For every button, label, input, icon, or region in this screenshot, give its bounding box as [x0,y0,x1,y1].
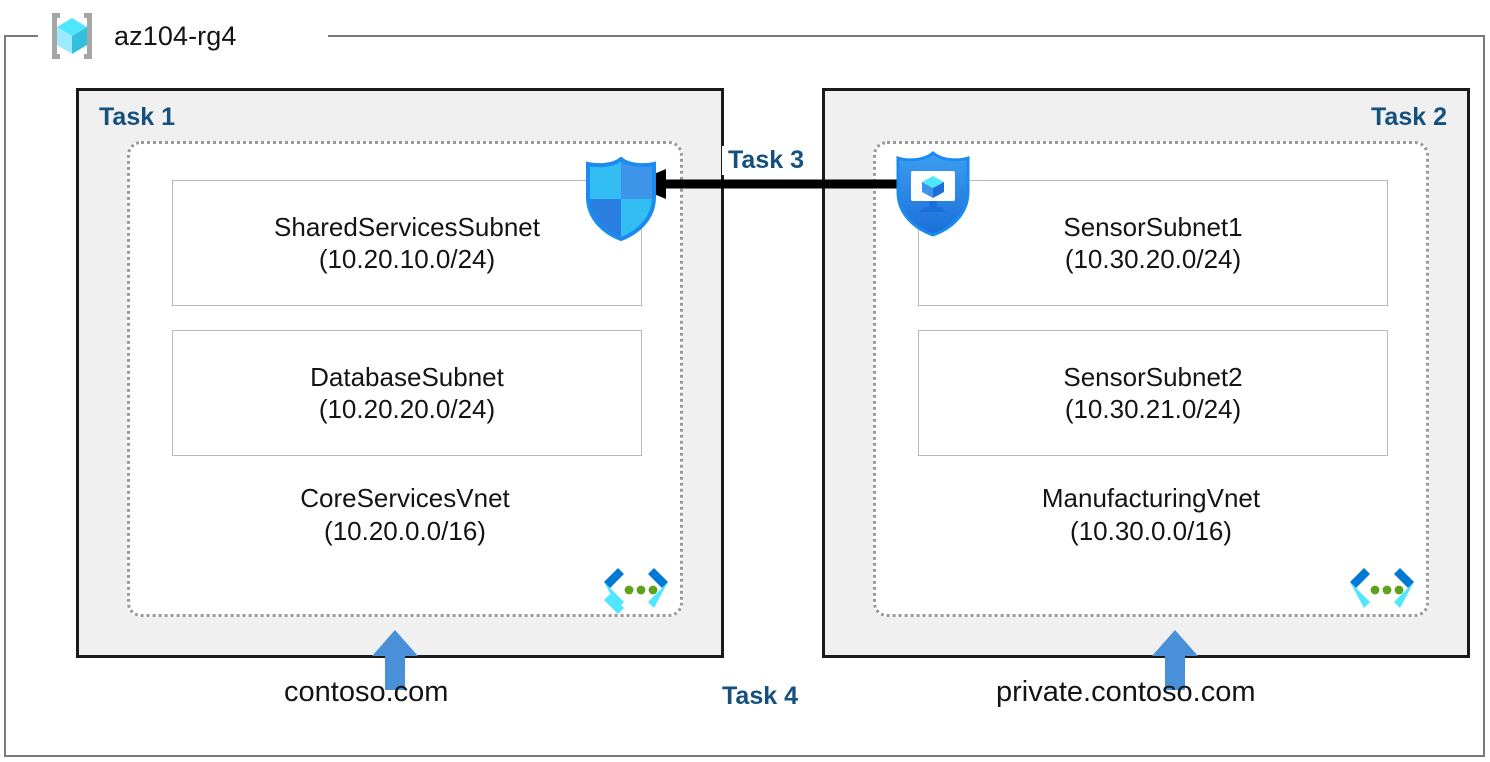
dns-zone-public: contoso.com [284,676,449,708]
task-4-label: Task 4 [722,682,798,710]
task-2-label: Task 2 [1371,103,1447,131]
azure-resource-group-cube-icon [44,10,100,62]
task-3-label: Task 3 [722,146,810,175]
task-1-label: Task 1 [99,103,175,131]
vnet-manufacturing: SensorSubnet1 (10.30.20.0/24) SensorSubn… [873,141,1429,617]
subnet-cidr: (10.30.21.0/24) [1064,394,1242,424]
subnet-name: SensorSubnet1 [1063,211,1243,242]
virtual-network-icon [600,562,672,620]
resource-group-name: az104-rg4 [114,20,237,51]
subnet-sensor-2: SensorSubnet2 (10.30.21.0/24) [918,330,1388,456]
task-panel-2: Task 2 SensorSubnet1 (10.30.20.0/24) Sen… [822,88,1470,658]
subnet-name: SensorSubnet2 [1063,361,1243,392]
subnet-cidr: (10.20.10.0/24) [318,244,496,274]
resource-group-header: az104-rg4 [44,8,236,64]
subnet-database: DatabaseSubnet (10.20.20.0/24) [172,330,642,456]
task-panel-1: Task 1 SharedServicesSubnet (10.20.10.0/… [76,88,724,658]
vnet-caption: ManufacturingVnet (10.30.0.0/16) [876,482,1426,547]
vnet-core-services: SharedServicesSubnet (10.20.10.0/24) Dat… [127,141,683,617]
virtual-network-icon [1346,562,1418,620]
vnet-name: ManufacturingVnet [1041,483,1261,513]
subnet-cidr: (10.20.20.0/24) [318,394,496,424]
firewall-shield-icon [583,156,659,242]
dns-link-arrow-left [372,630,418,690]
vnet-cidr: (10.20.0.0/16) [324,515,486,546]
dns-link-arrow-right [1152,630,1198,690]
subnet-name: DatabaseSubnet [310,361,504,392]
vnet-cidr: (10.30.0.0/16) [1070,515,1232,546]
dns-zone-private: private.contoso.com [996,676,1256,708]
vnet-name: CoreServicesVnet [300,483,510,513]
subnet-sensor-1: SensorSubnet1 (10.30.20.0/24) [918,180,1388,306]
vnet-caption: CoreServicesVnet (10.20.0.0/16) [130,482,680,547]
vm-shield-icon [893,150,973,238]
resource-group-frame [4,35,1485,757]
subnet-name: SharedServicesSubnet [274,211,540,242]
subnet-cidr: (10.30.20.0/24) [1064,244,1242,274]
subnet-shared-services: SharedServicesSubnet (10.20.10.0/24) [172,180,642,306]
